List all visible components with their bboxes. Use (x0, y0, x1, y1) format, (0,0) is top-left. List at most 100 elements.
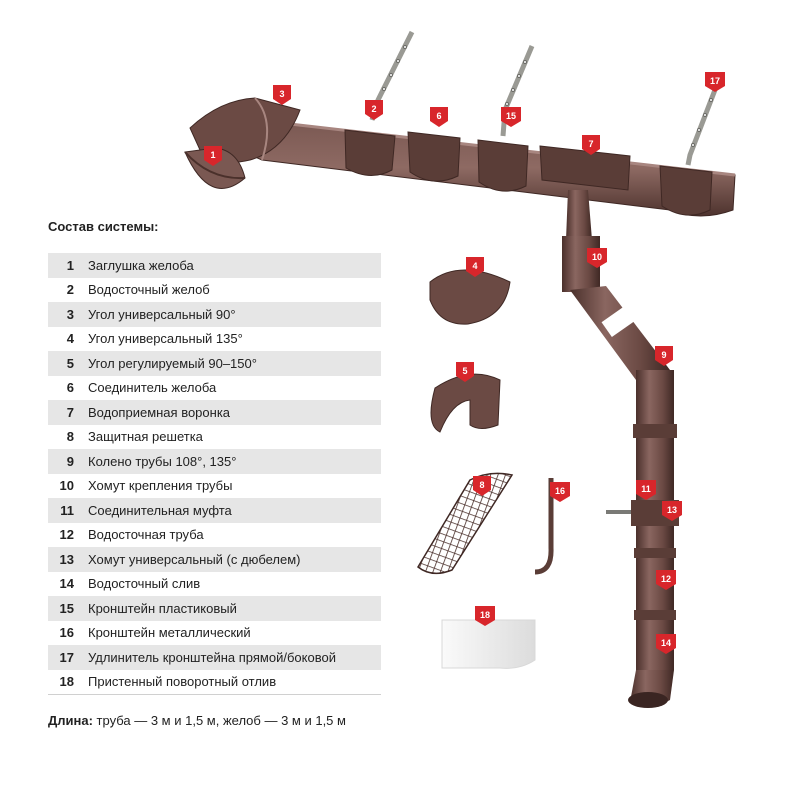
row-label: Колено трубы 108°, 135° (88, 453, 237, 469)
table-row: 16 Кронштейн металлический (48, 621, 381, 646)
tag-8: 8 (473, 476, 491, 496)
part-wall-flashing (441, 619, 536, 669)
table-row: 4 Угол универсальный 135° (48, 327, 381, 352)
tag-17: 17 (705, 72, 725, 92)
row-label: Удлинитель кронштейна прямой/боковой (88, 649, 336, 665)
svg-text:9: 9 (661, 350, 666, 360)
part-leaf-guard (417, 472, 514, 575)
gutter-connectors (344, 129, 713, 216)
row-label: Угол универсальный 90° (88, 306, 236, 322)
table-row: 15 Кронштейн пластиковый (48, 596, 381, 621)
table-row: 1 Заглушка желоба (48, 253, 381, 278)
row-number: 17 (59, 649, 74, 665)
table-row: 5 Угол регулируемый 90–150° (48, 351, 381, 376)
svg-text:16: 16 (555, 486, 565, 496)
tag-12: 12 (656, 570, 676, 590)
row-number: 4 (66, 331, 74, 347)
table-row: 10 Хомут крепления трубы (48, 474, 381, 499)
table-row: 9 Колено трубы 108°, 135° (48, 449, 381, 474)
svg-text:18: 18 (480, 610, 490, 620)
length-text: труба — 3 м и 1,5 м, желоб — 3 м и 1,5 м (92, 713, 346, 728)
tag-1: 1 (204, 146, 222, 166)
row-label: Водосточный желоб (88, 282, 210, 298)
svg-text:10: 10 (592, 252, 602, 262)
table-row: 13 Хомут универсальный (с дюбелем) (48, 547, 381, 572)
part-metal-bracket (534, 478, 554, 575)
svg-text:1: 1 (210, 150, 215, 160)
row-number: 2 (66, 282, 74, 298)
row-label: Хомут универсальный (с дюбелем) (88, 551, 301, 567)
svg-text:2: 2 (371, 104, 376, 114)
table-row: 8 Защитная решетка (48, 425, 381, 450)
tag-6: 6 (430, 107, 448, 127)
row-label: Защитная решетка (88, 429, 203, 445)
svg-text:13: 13 (667, 505, 677, 515)
part-corner-135 (429, 269, 511, 325)
svg-text:7: 7 (588, 139, 593, 149)
row-label: Хомут крепления трубы (88, 478, 233, 494)
row-label: Кронштейн металлический (88, 625, 251, 641)
part-adjustable-corner (430, 373, 501, 433)
svg-text:8: 8 (479, 480, 484, 490)
svg-text:12: 12 (661, 574, 671, 584)
tag-13: 13 (662, 501, 682, 521)
downpipe (562, 190, 679, 708)
row-number: 15 (59, 600, 74, 616)
tag-16: 16 (550, 482, 570, 502)
row-label: Водоприемная воронка (88, 404, 231, 420)
tag-4: 4 (466, 257, 484, 277)
row-label: Угол универсальный 135° (88, 331, 243, 347)
row-number: 10 (59, 478, 74, 494)
tag-15: 15 (501, 107, 521, 127)
row-label: Заглушка желоба (88, 257, 194, 273)
tag-11: 11 (636, 480, 656, 500)
tag-2: 2 (365, 100, 383, 120)
row-number: 3 (66, 306, 74, 322)
svg-text:14: 14 (661, 638, 671, 648)
table-bottom-rule (48, 694, 381, 695)
svg-text:15: 15 (506, 111, 516, 121)
legend-title: Состав системы: (48, 219, 159, 234)
tag-9: 9 (655, 346, 673, 366)
table-row: 3 Угол универсальный 90° (48, 302, 381, 327)
row-number: 1 (66, 257, 74, 273)
tag-5: 5 (456, 362, 474, 382)
row-number: 8 (66, 429, 74, 445)
row-label: Угол регулируемый 90–150° (88, 355, 257, 371)
gutter-end-cap (184, 147, 246, 189)
length-note: Длина: труба — 3 м и 1,5 м, желоб — 3 м … (48, 713, 346, 728)
svg-text:11: 11 (641, 484, 651, 494)
row-label: Кронштейн пластиковый (88, 600, 237, 616)
table-row: 17 Удлинитель кронштейна прямой/боковой (48, 645, 381, 670)
tag-18: 18 (475, 606, 495, 626)
svg-text:17: 17 (710, 76, 720, 86)
row-label: Водосточный слив (88, 576, 201, 592)
row-number: 5 (66, 355, 74, 371)
table-row: 2 Водосточный желоб (48, 278, 381, 303)
row-number: 9 (66, 453, 74, 469)
tag-7: 7 (582, 135, 600, 155)
row-label: Водосточная труба (88, 527, 204, 543)
row-number: 13 (59, 551, 74, 567)
length-label: Длина: (48, 713, 93, 728)
table-row: 18 Пристенный поворотный отлив (48, 670, 381, 695)
table-row: 6 Соединитель желоба (48, 376, 381, 401)
row-number: 18 (59, 674, 74, 690)
tag-3: 3 (273, 85, 291, 105)
row-label: Пристенный поворотный отлив (88, 674, 277, 690)
row-number: 6 (66, 380, 74, 396)
row-label: Соединительная муфта (88, 502, 232, 518)
table-row: 12 Водосточная труба (48, 523, 381, 548)
svg-text:5: 5 (462, 366, 467, 376)
row-number: 16 (59, 625, 74, 641)
row-label: Соединитель желоба (88, 380, 217, 396)
tag-10: 10 (587, 248, 607, 268)
svg-text:3: 3 (279, 89, 284, 99)
row-number: 12 (59, 527, 74, 543)
svg-text:4: 4 (472, 261, 477, 271)
